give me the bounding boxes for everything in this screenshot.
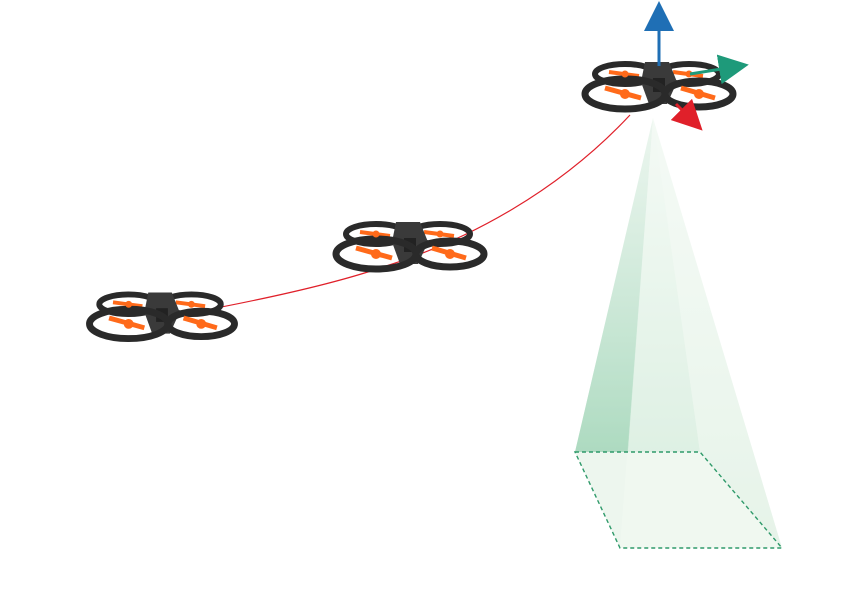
camera-fov-frustum — [575, 118, 782, 548]
axis-forward-arrow — [689, 54, 749, 85]
drone-position-3 — [585, 62, 733, 109]
axis-side-arrow — [670, 98, 703, 131]
trajectory-path — [189, 114, 631, 314]
camera-footprint — [573, 451, 784, 549]
body-frame-axes — [644, 1, 749, 131]
drone-position-2 — [336, 222, 484, 269]
drone-position-1 — [89, 293, 234, 339]
